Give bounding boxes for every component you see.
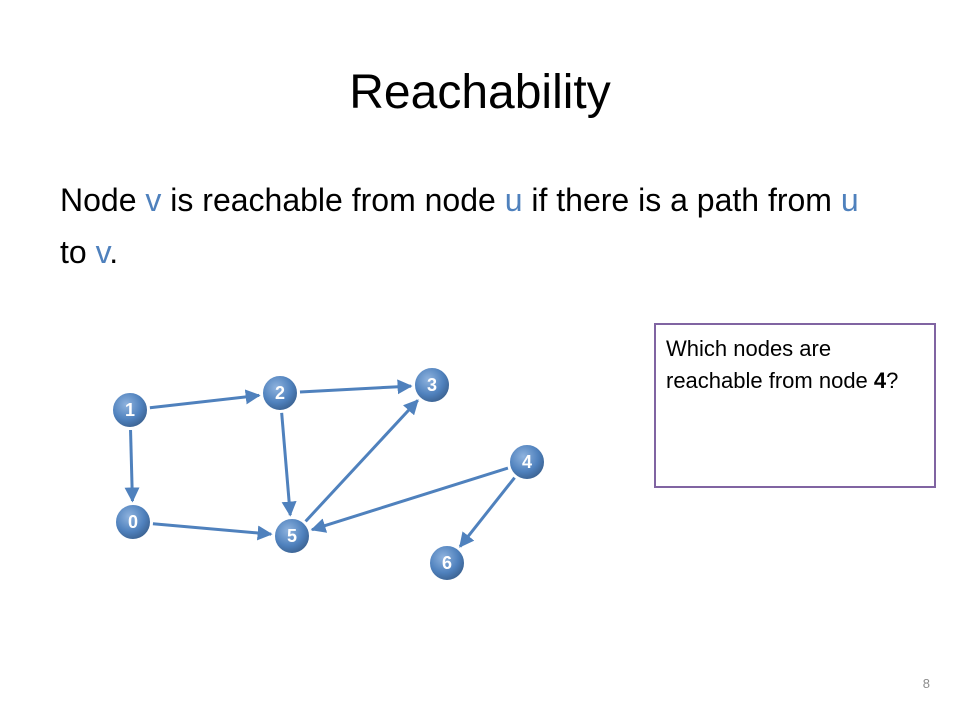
node-circle (261, 374, 299, 412)
question-mark: ? (886, 368, 899, 393)
node-label: 1 (125, 400, 135, 420)
slide-title: Reachability (349, 66, 611, 119)
edge-4-to-6 (458, 476, 516, 548)
node-1: 1 (111, 391, 149, 429)
definition-text: to (60, 234, 96, 270)
edge-0-to-5 (152, 522, 273, 541)
edge-1-to-0 (124, 429, 140, 503)
var-v: v (95, 234, 110, 270)
edge-5-to-3 (304, 399, 419, 523)
question-text: Which nodes are reachable from node (666, 336, 874, 393)
definition-text: is reachable from node (161, 182, 505, 218)
node-label: 4 (522, 452, 532, 472)
node-5: 5 (273, 517, 311, 555)
var-u: u (840, 182, 859, 218)
var-v: v (145, 182, 162, 218)
node-circle (273, 517, 311, 555)
edge-1-to-2 (149, 389, 261, 410)
graph-nodes: 0 1 2 3 4 5 6 (111, 366, 546, 582)
edge-2-to-5 (280, 412, 297, 517)
node-circle (413, 366, 451, 404)
node-6: 6 (428, 544, 466, 582)
node-circle (508, 443, 546, 481)
edge-2-to-3 (299, 379, 413, 395)
node-3: 3 (413, 366, 451, 404)
node-4: 4 (508, 443, 546, 481)
node-2: 2 (261, 374, 299, 412)
var-u: u (504, 182, 523, 218)
node-0: 0 (114, 503, 152, 541)
node-circle (114, 503, 152, 541)
definition-text: Node (60, 182, 146, 218)
node-label: 6 (442, 553, 452, 573)
graph-edges (124, 379, 516, 548)
node-circle (111, 391, 149, 429)
node-label: 3 (427, 375, 437, 395)
node-label: 2 (275, 383, 285, 403)
page-number: 8 (922, 676, 930, 691)
question-box: Which nodes are reachable from node 4? (654, 323, 936, 488)
edge-4-to-5 (310, 466, 509, 533)
node-circle (428, 544, 466, 582)
node-label: 0 (128, 512, 138, 532)
definition-text: . (109, 234, 119, 270)
node-label: 5 (287, 526, 297, 546)
reachability-definition: Node v is reachable from node u if there… (60, 174, 860, 278)
question-node: 4 (873, 368, 887, 393)
definition-text: if there is a path from (522, 182, 841, 218)
